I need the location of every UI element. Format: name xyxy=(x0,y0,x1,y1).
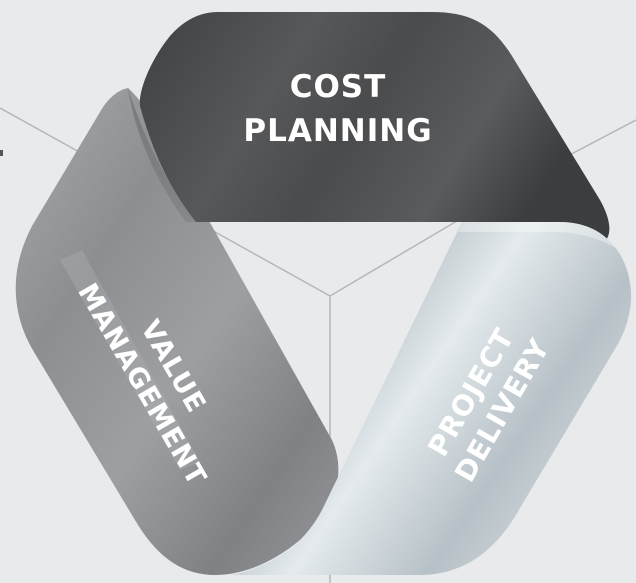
connector-line-right xyxy=(559,119,636,161)
connector-line-center-right xyxy=(329,217,463,297)
label-cost-planning: COST PLANNING xyxy=(243,69,432,149)
label-cost-planning-line-2: PLANNING xyxy=(243,113,432,149)
band-project-delivery-edge xyxy=(458,222,616,248)
band-project-delivery xyxy=(232,222,632,575)
band-cost-planning xyxy=(139,12,610,240)
edge-mark xyxy=(0,150,3,156)
band-value-management-highlight xyxy=(60,250,200,470)
label-cost-planning-line-1: COST xyxy=(290,69,387,105)
connector-line-left xyxy=(0,107,91,159)
band-value-management xyxy=(15,88,339,575)
